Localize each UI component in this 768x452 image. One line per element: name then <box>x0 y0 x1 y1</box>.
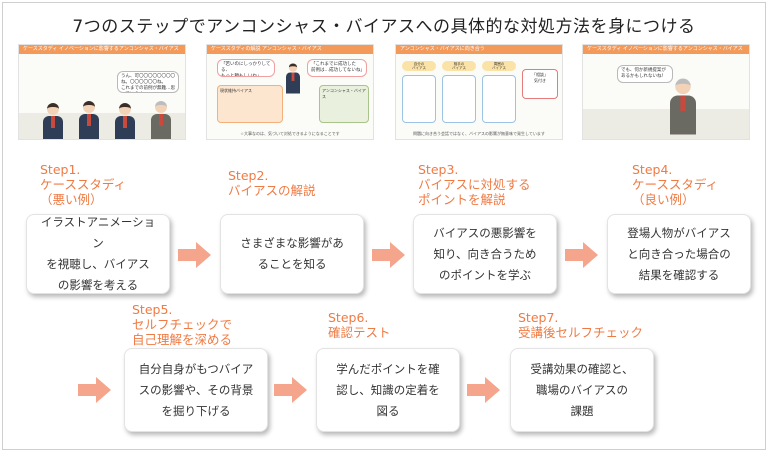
step1-description: イラストアニメーション を視聴し、バイアス の影響を考える <box>26 214 170 294</box>
bias-note: 現状維持バイアス <box>217 85 283 123</box>
step6-heading: Step6. 確認テスト <box>328 310 391 340</box>
person-illustration <box>670 78 696 135</box>
bias-note: アンコンシャス・バイアス <box>319 85 369 123</box>
thumbnail-header: ケーススタディ イノベーションに影響するアンコンシャス・バイアス <box>19 45 185 54</box>
point-card <box>442 75 476 123</box>
point-label: 相手の バイアス <box>442 61 476 71</box>
step3-description: バイアスの悪影響を 知り、向き合うため のポイントを学ぶ <box>413 214 557 294</box>
step5-label: Step5. <box>132 302 173 317</box>
step1-name: ケーススタディ （悪い例） <box>40 177 127 207</box>
speech-bubble: うん、可〇〇〇〇〇〇〇〇ね。〇〇〇〇〇〇ね。 これまでの前例が無難…思っています… <box>117 71 179 93</box>
step4-heading: Step4. ケーススタディ （良い例） <box>632 162 718 207</box>
thumbnail-step2: ケーススタディの解説 アンコンシャス・バイアス 「若いのにしっかりしてる、 もっ… <box>206 44 374 140</box>
arrow-right-icon <box>178 242 211 268</box>
thumbnail-caption: 問題に向き合う会話ではなく、バイアスの影響が無意味で発生しています <box>413 131 545 136</box>
step1-heading: Step1. ケーススタディ （悪い例） <box>40 162 126 207</box>
step5-name: セルフチェックで 自己理解を深める <box>132 317 233 347</box>
step1-label: Step1. <box>40 162 81 177</box>
thumbnail-floor <box>583 109 749 139</box>
step4-name: ケーススタディ （良い例） <box>632 177 719 207</box>
step2-name: バイアスの解説 <box>228 183 316 198</box>
person-illustration <box>43 103 63 139</box>
step2-description: さまざまな影響があ ることを知る <box>220 214 364 294</box>
arrow-right-icon <box>78 377 111 403</box>
thumbnail-step4: ケーススタディ イノベーションに影響するアンコンシャス・バイアス でも、何か新規… <box>582 44 750 140</box>
person-illustration <box>151 101 171 139</box>
person-illustration <box>115 103 135 139</box>
arrow-right-icon <box>467 377 500 403</box>
step6-name: 確認テスト <box>328 325 391 340</box>
step3-name: バイアスに対処する ポイントを解説 <box>418 177 531 207</box>
step5-heading: Step5. セルフチェックで 自己理解を深める <box>132 302 232 347</box>
arrow-right-icon <box>274 377 307 403</box>
point-label: 自分の バイアス <box>402 61 436 71</box>
point-card <box>402 75 436 123</box>
point-card <box>482 75 516 123</box>
arrow-right-icon <box>372 242 405 268</box>
speech-bubble: でも、何か新規提案が あるかもしれないね！ <box>617 65 673 83</box>
step2-heading: Step2. バイアスの解説 <box>228 168 316 198</box>
thumbnail-header: ケーススタディ イノベーションに影響するアンコンシャス・バイアス <box>583 45 749 54</box>
step7-name: 受講後セルフチェック <box>518 325 644 340</box>
page-title: 7つのステップでアンコンシャス・バイアスへの具体的な対処方法を身につける <box>72 17 696 37</box>
person-illustration <box>79 101 99 139</box>
thumbnail-step1: ケーススタディ イノベーションに影響するアンコンシャス・バイアス うん、可〇〇〇… <box>18 44 186 140</box>
step7-description: 受講効果の確認と、 職場のバイアスの 課題 <box>510 348 654 432</box>
step6-description: 学んだポイントを確 認し、知識の定着を 図る <box>316 348 460 432</box>
thumbnail-caption: ☆大事なのは、気づいて対処できるようになることです <box>240 131 340 136</box>
step6-label: Step6. <box>328 310 369 325</box>
step4-description: 登場人物がバイアス と向き合った場合の 結果を確認する <box>607 214 751 294</box>
arrow-right-icon <box>565 242 598 268</box>
step5-description: 自分自身がもつバイア スの影響や、その背景 を掘り下げる <box>124 348 268 432</box>
step3-label: Step3. <box>418 162 459 177</box>
step7-heading: Step7. 受講後セルフチェック <box>518 310 643 340</box>
step3-heading: Step3. バイアスに対処する ポイントを解説 <box>418 162 531 207</box>
speech-bubble: 「若いのにしっかりしてる、 もっと頼もしいね」 <box>217 59 275 77</box>
step7-label: Step7. <box>518 310 559 325</box>
step4-label: Step4. <box>632 162 673 177</box>
point-label: 周囲の バイアス <box>482 61 516 71</box>
thumbnail-header: ケーススタディの解説 アンコンシャス・バイアス <box>207 45 373 54</box>
person-illustration <box>286 63 300 94</box>
speech-bubble: 「これまでに成功した 前例は…成功してないね」 <box>307 59 367 77</box>
step2-label: Step2. <box>228 168 269 183</box>
thumbnail-step3: アンコンシャス・バイアスに向き合う 自分の バイアス 相手の バイアス 周囲の … <box>395 44 563 140</box>
point-label: 「相談」 気付き <box>522 69 558 99</box>
thumbnail-header: アンコンシャス・バイアスに向き合う <box>396 45 562 54</box>
